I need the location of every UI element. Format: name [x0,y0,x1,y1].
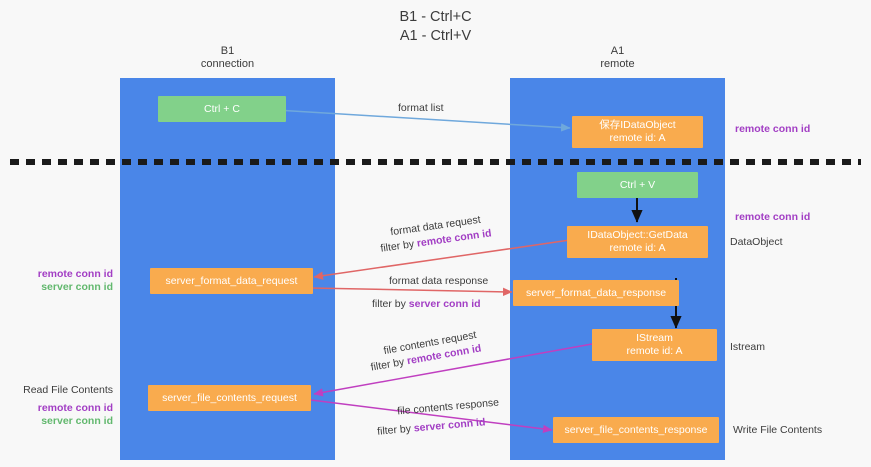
right-label-remote-conn-id-top: remote conn id [735,123,811,135]
node-server-file-contents-response-label: server_file_contents_response [564,423,708,436]
right-label-write-file-contents: Write File Contents [733,424,823,436]
filter-prefix: filter by [369,355,409,374]
node-ctrl-v-line1: Ctrl + V [619,178,656,191]
lane-title-a1: A1 remote [600,45,635,70]
left-label-read-file-contents: Read File Contents [23,384,113,396]
filter-key-server-conn-id: server conn id [413,416,486,435]
left-label-server-conn-id: server conn id [41,281,113,293]
right-label-istream: Istream [730,341,766,353]
node-istream[interactable]: IStream remote id: A [592,329,717,361]
left-label-server-conn-id-2: server conn id [41,415,113,427]
lane-title-b1: B1 connection [200,45,255,70]
node-server-format-data-request[interactable]: server_format_data_request [150,268,313,294]
node-ctrl-v[interactable]: Ctrl + V [577,172,698,198]
edge-label-format-data-response-filter: filter by server conn id [372,297,481,311]
filter-key-server-conn-id: server conn id [408,298,481,310]
diagram-title: B1 - Ctrl+C A1 - Ctrl+V [399,9,472,44]
left-label-remote-conn-id-2: remote conn id [37,402,113,414]
edge-label-format-list: format list [398,102,444,114]
filter-prefix: filter by [376,422,415,438]
node-idataobject-remote-line2: remote id: A [609,132,666,144]
node-server-file-contents-response[interactable]: server_file_contents_response [553,417,719,443]
node-idataobject-remote[interactable]: 保存IDataObject remote id: A [572,116,703,148]
node-idataobject-getdata[interactable]: IDataObject::GetData remote id: A [567,226,708,258]
right-label-remote-conn-id-mid: remote conn id [735,211,811,223]
left-label-remote-conn-id: remote conn id [37,268,113,280]
edge-label-format-data-response: format data response [389,275,489,287]
node-idataobject-remote-line1: 保存IDataObject [599,119,676,131]
right-label-dataobject: DataObject [730,236,783,248]
node-idataobject-getdata-line1: IDataObject::GetData [587,229,688,241]
node-server-format-data-response-label: server_format_data_response [525,286,667,299]
filter-prefix: filter by [372,298,409,310]
edge-label-file-contents-response-filter: filter by server conn id [377,415,486,438]
node-ctrl-c[interactable]: Ctrl + C [158,96,286,122]
filter-prefix: filter by [379,237,418,255]
node-ctrl-c-line1: Ctrl + C [204,102,240,115]
node-server-file-contents-request[interactable]: server_file_contents_request [148,385,311,411]
node-server-format-data-response[interactable]: server_format_data_response [513,280,679,306]
node-istream-line2: remote id: A [626,345,683,357]
node-server-format-data-request-label: server_format_data_request [165,274,298,287]
node-idataobject-getdata-line2: remote id: A [609,242,666,254]
node-server-file-contents-request-label: server_file_contents_request [162,391,297,404]
node-istream-line1: IStream [636,332,673,344]
